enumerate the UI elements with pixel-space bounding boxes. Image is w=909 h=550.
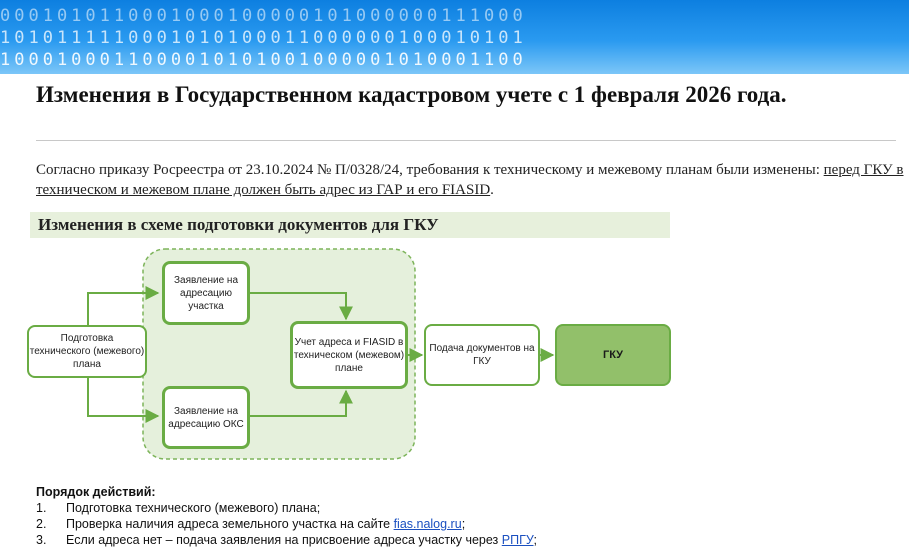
list-item: 1. Подготовка технического (межевого) пл… — [36, 500, 896, 516]
node-application-oks-label: Заявление на адресацию ОКС — [168, 405, 244, 430]
section-heading: Изменения в схеме подготовки документов … — [38, 215, 439, 234]
steps-list: Порядок действий: 1. Подготовка техничес… — [36, 484, 896, 548]
step-number: 2. — [36, 517, 47, 531]
intro-end: . — [490, 182, 494, 198]
node-gku: ГКУ — [555, 324, 671, 386]
intro-text: Согласно приказу Росреестра от 23.10.202… — [36, 162, 824, 178]
rpgu-link[interactable]: РПГУ — [501, 533, 534, 547]
node-preparation-label: Подготовка технического (межевого) плана — [29, 333, 145, 370]
step-text-main: Проверка наличия адреса земельного участ… — [66, 517, 394, 531]
list-item: 2. Проверка наличия адреса земельного уч… — [36, 516, 896, 532]
section-heading-bar: Изменения в схеме подготовки документов … — [30, 212, 670, 238]
title-divider — [36, 140, 896, 141]
banner-bits-row: 1000100011000010101001000001010001100 — [0, 50, 527, 70]
node-submission: Подача документов на ГКУ — [424, 324, 540, 386]
list-item: 3. Если адреса нет – подача заявления на… — [36, 532, 896, 548]
step-text: Если адреса нет – подача заявления на пр… — [66, 532, 537, 548]
node-application-land-label: Заявление на адресацию участка — [173, 274, 239, 312]
flow-diagram: Подготовка технического (межевого) плана… — [0, 240, 909, 480]
fias-link[interactable]: fias.nalog.ru — [393, 517, 462, 531]
arrow-prep-to-oks — [87, 378, 160, 423]
banner-bits-row: 0001010110001000100000101000000111000 — [0, 6, 527, 26]
step-number: 3. — [36, 533, 47, 547]
arrow-land-to-accounting — [249, 292, 353, 321]
intro-paragraph: Согласно приказу Росреестра от 23.10.202… — [36, 160, 909, 200]
step-text: Подготовка технического (межевого) плана… — [66, 500, 320, 516]
page-title: Изменения в Государственном кадастровом … — [36, 82, 787, 107]
node-preparation: Подготовка технического (межевого) плана — [27, 325, 147, 378]
arrow-oks-to-accounting — [249, 389, 353, 417]
node-gku-label: ГКУ — [602, 348, 624, 361]
node-accounting-label: Учет адреса и FIASID в техническом (меже… — [293, 336, 405, 374]
step-text-main: Если адреса нет – подача заявления на пр… — [66, 533, 502, 547]
step-text-after: ; — [533, 533, 538, 547]
step-text-after: ; — [461, 517, 466, 531]
node-accounting: Учет адреса и FIASID в техническом (меже… — [290, 321, 408, 389]
intro-highlight: перед ГКУ в техническом и межевом плане … — [36, 162, 904, 198]
node-application-land: Заявление на адресацию участка — [162, 261, 250, 325]
step-text-main: Подготовка технического (межевого) плана… — [66, 501, 321, 515]
steps-heading: Порядок действий: — [36, 485, 156, 499]
banner-bits-row: 1010111110001010100011000000100010101 — [0, 28, 527, 48]
step-number: 1. — [36, 501, 47, 515]
binary-banner: 0001010110001000100000101000000111000 10… — [0, 0, 909, 74]
step-text: Проверка наличия адреса земельного участ… — [66, 516, 465, 532]
node-submission-label: Подача документов на ГКУ — [429, 343, 535, 367]
node-application-oks: Заявление на адресацию ОКС — [162, 386, 250, 449]
arrow-prep-to-land — [87, 286, 160, 325]
